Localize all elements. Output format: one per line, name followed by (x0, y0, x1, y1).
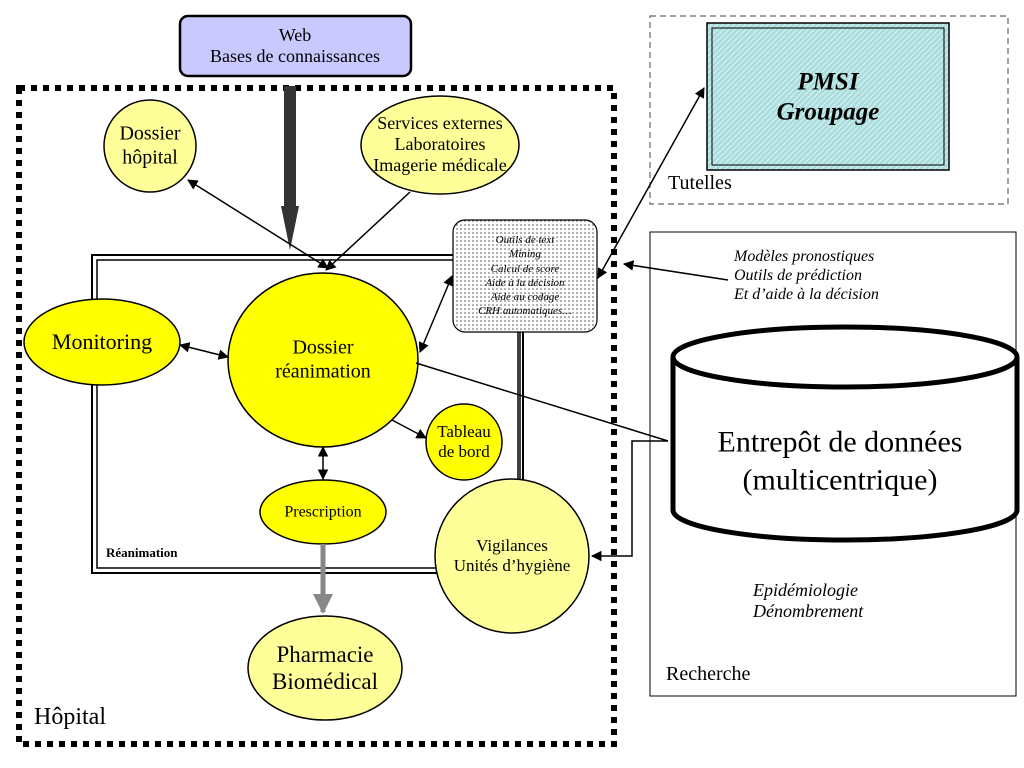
tools-line-6: CRH automatiques… (478, 305, 572, 318)
modeles-line-3: Et d’aide à la décision (734, 285, 879, 303)
monitoring-node (23, 298, 181, 386)
services-label: Services externes Laboratoires Imagerie … (373, 113, 506, 177)
web-line-1: Web (278, 24, 312, 45)
dossier-hopital-label: Dossier hôpital (119, 122, 180, 169)
modeles-line-2: Outils de prédiction (734, 266, 862, 284)
dossier-reanimation-line-1: Dossier (292, 336, 354, 359)
epidemio-line-2: Dénombrement (753, 601, 864, 622)
tools-line-1: Outils de text (495, 234, 555, 247)
arrow-monitoring-dossier (178, 342, 230, 360)
modeles-line-1: Modèles pronostiques (734, 248, 875, 265)
arrow-recherche-tools (622, 260, 729, 281)
pharmacie-line-1: Pharmacie (276, 641, 374, 667)
pharmacie-node (247, 615, 403, 721)
dossier-hopital-line-1: Dossier (119, 122, 181, 145)
prescription-label: Prescription (284, 503, 362, 521)
monitoring-label: Monitoring (51, 329, 153, 355)
tutelles-label: Tutelles (668, 172, 732, 194)
line-dossier-entrepot (415, 362, 669, 442)
vigilances-line-2: Unités d’hygiène (453, 556, 571, 575)
arrow-entrepot-vigilances (590, 440, 668, 562)
tableau-node (425, 403, 503, 481)
pmsi-line-1: PMSI (797, 68, 859, 96)
epidemio-label: Epidémiologie Dénombrement (753, 580, 863, 622)
pmsi-label: PMSI Groupage (777, 68, 880, 127)
pharmacie-label: Pharmacie Biomédical (272, 641, 378, 695)
reanimation-label: Réanimation (106, 545, 178, 560)
entrepot-line-1: Entrepôt de données (717, 425, 963, 459)
services-line-3: Imagerie médicale (373, 155, 507, 176)
vigilances-node (434, 478, 590, 634)
dossier-hopital-line-2: hôpital (122, 146, 178, 168)
dossier-reanimation-line-2: réanimation (275, 360, 371, 382)
services-line-1: Services externes (377, 113, 503, 134)
web-box (178, 14, 413, 78)
epidemio-line-1: Epidémiologie (753, 580, 858, 600)
entrepot-label: Entrepôt de données (multicentrique) (718, 424, 963, 499)
pmsi-box (706, 22, 950, 171)
services-line-2: Laboratoires (394, 134, 486, 155)
web-line-2: Bases de connaissances (210, 46, 380, 66)
tutelles-frame (649, 15, 1009, 205)
dossier-hopital-node (103, 99, 197, 193)
hopital-label: Hôpital (34, 704, 106, 730)
web-arrow-shaft (284, 86, 296, 206)
tools-line-4: Aide à la décision (485, 277, 565, 289)
recherche-label: Recherche (666, 663, 751, 685)
tools-label: Outils de text Mining Calcul de score Ai… (478, 233, 572, 319)
tableau-label: Tableau de bord (437, 422, 491, 462)
arrow-dossier-tools (418, 275, 454, 353)
vigilances-label: Vigilances Unités d’hygiène (454, 536, 571, 576)
arrow-tools-pmsi (597, 87, 705, 279)
services-node (360, 95, 520, 195)
hopital-frame (16, 85, 617, 747)
web-label: Web Bases de connaissances (210, 25, 380, 67)
tools-line-3: Calcul de score (490, 262, 560, 275)
arrow-services-dossier (325, 191, 411, 271)
entrepot-line-2: (multicentrique) (742, 463, 938, 496)
tableau-line-1: Tableau (437, 421, 491, 441)
dossier-reanimation-label: Dossier réanimation (275, 336, 371, 383)
modeles-label: Modèles pronostiques Outils de prédictio… (734, 248, 879, 305)
tools-line-2: Mining (509, 248, 541, 261)
vigilances-line-1: Vigilances (476, 535, 548, 555)
arrow-hopital-dossier (187, 179, 329, 269)
arrow-dossier-tableau (391, 419, 427, 439)
tableau-line-2: de bord (438, 442, 490, 461)
pharmacie-line-2: Biomédical (271, 669, 379, 694)
entrepot-cylinder-top (670, 324, 1020, 390)
entrepot-cylinder (670, 357, 1020, 543)
tools-line-5: Aide au codage (490, 291, 560, 304)
pmsi-line-2: Groupage (776, 98, 880, 125)
